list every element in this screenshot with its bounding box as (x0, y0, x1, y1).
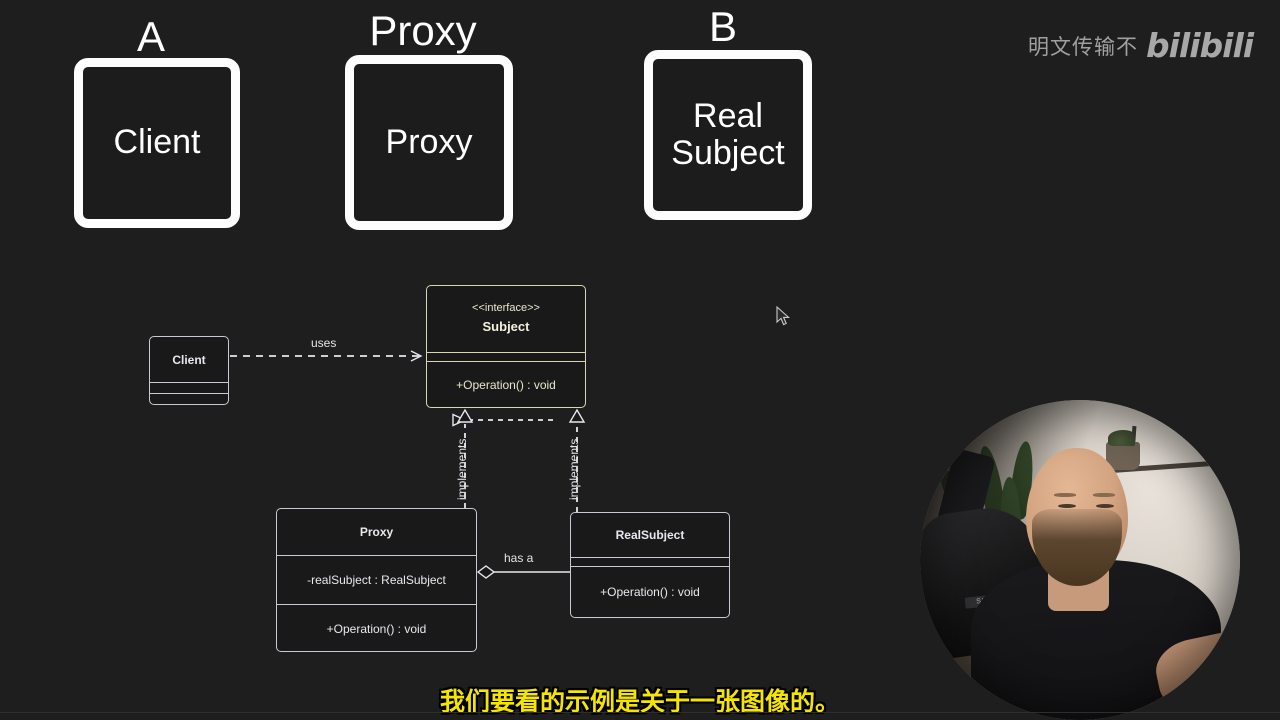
uml-class-subject-attributes (427, 352, 585, 361)
uml-class-proxy-attributes: -realSubject : RealSubject (277, 555, 476, 604)
uml-class-subject-title: Subject (482, 319, 530, 335)
card-label-a: A (136, 13, 165, 60)
uml-class-client-title: Client (172, 352, 206, 367)
card-label-proxy: Proxy (369, 7, 477, 54)
webcam-person-eye-left (1057, 504, 1076, 508)
webcam-vignette (920, 400, 1240, 720)
webcam-person-eye-right (1096, 504, 1114, 508)
uml-class-real-subject-methods: +Operation() : void (571, 566, 729, 617)
uml-class-proxy-methods: +Operation() : void (277, 604, 476, 651)
player-bottom-divider (0, 712, 1280, 713)
webcam-person-brow-right (1092, 492, 1115, 497)
uml-relation-label-implements-proxy: implements (455, 438, 469, 500)
uml-class-real-subject-title: RealSubject (615, 528, 685, 542)
uml-class-proxy-title: Proxy (359, 525, 394, 539)
uml-relation-label-has-a: has a (504, 551, 534, 565)
illustration-card-proxy-text: Proxy (385, 122, 473, 161)
uml-class-real-subject[interactable]: RealSubject +Operation() : void (570, 512, 730, 618)
card-label-b: B (708, 3, 737, 50)
illustration-card-real-subject-text: Real Subject (671, 96, 785, 172)
uml-class-client-attributes (150, 382, 228, 393)
uml-relation-label-implements-real-subject: implements (567, 438, 581, 500)
uml-class-proxy[interactable]: Proxy -realSubject : RealSubject +Operat… (276, 508, 477, 652)
illustration-card-client: Client (74, 58, 240, 228)
uml-relation-label-uses: uses (311, 336, 337, 350)
uml-class-client[interactable]: Client (149, 336, 229, 405)
mouse-cursor (776, 306, 791, 326)
uml-class-real-subject-attributes (571, 557, 729, 566)
bilibili-watermark: 明文传输不 bilibili (1028, 26, 1254, 65)
illustration-card-client-text: Client (113, 123, 201, 162)
uml-class-subject-header: <<interface>> Subject (427, 286, 585, 352)
uml-class-subject-methods: +Operation() : void (427, 361, 585, 407)
bilibili-logo: bilibili (1146, 26, 1254, 65)
illustration-card-real-subject: Real Subject (644, 50, 812, 220)
presenter-webcam-overlay: SHURE (920, 400, 1240, 720)
uml-class-client-methods (150, 393, 228, 404)
uml-class-subject[interactable]: <<interface>> Subject +Operation() : voi… (426, 285, 586, 408)
illustration-card-proxy: Proxy (345, 55, 513, 230)
uml-class-subject-stereotype: <<interface>> (472, 302, 540, 315)
webcam-person-brow-left (1054, 492, 1077, 497)
watermark-text: 明文传输不 (1028, 34, 1138, 59)
subtitle-caption: 我们要看的示例是关于一张图像的。 (439, 687, 840, 716)
